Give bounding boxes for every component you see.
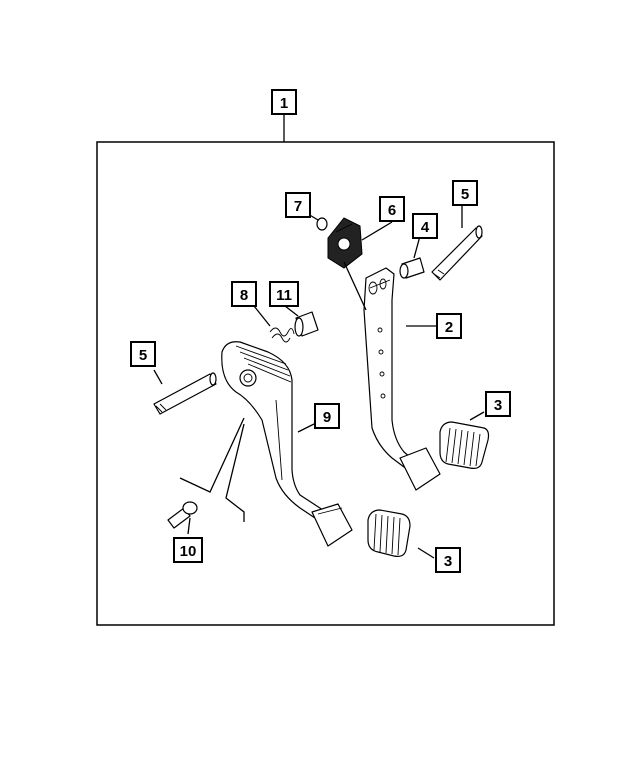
callout-8: 8: [231, 281, 257, 307]
part-8-spring: [269, 327, 295, 343]
part-4-bushing: [399, 257, 425, 279]
part-10-stud: [167, 501, 198, 529]
assembly-frame: [96, 141, 555, 626]
callout-label: 10: [180, 543, 197, 560]
callout-label: 2: [445, 319, 453, 336]
part-3-pad-right: [439, 421, 490, 469]
callout-label: 5: [461, 186, 469, 203]
leader-lines: [153, 206, 485, 559]
part-5-pivot-pin-left: [153, 372, 217, 415]
callout-2: 2: [436, 313, 462, 339]
part-3-pedal-pad-lower: [311, 503, 353, 547]
callout-1: 1: [271, 89, 297, 115]
callout-label: 4: [421, 219, 430, 236]
callout-3-lower: 3: [435, 547, 461, 573]
callout-6: 6: [379, 196, 405, 222]
callout-label: 8: [240, 287, 248, 304]
callout-label: 3: [494, 397, 502, 414]
part-3-pad-lower: [367, 509, 411, 557]
callout-label: 9: [323, 409, 331, 426]
part-7-washer: [316, 217, 328, 231]
callout-10: 10: [173, 537, 203, 563]
part-2-pedal-arm: [363, 267, 417, 471]
callout-7: 7: [285, 192, 311, 218]
callout-3-right: 3: [485, 391, 511, 417]
callout-5-right: 5: [452, 180, 478, 206]
part-pedal-pad-upper: [399, 447, 441, 491]
callout-label: 3: [444, 553, 452, 570]
callout-label: 1: [280, 95, 288, 112]
callout-5-left: 5: [130, 341, 156, 367]
part-11-bushing: [294, 311, 319, 337]
part-5-pivot-pin-right: [431, 225, 483, 281]
callout-11: 11: [269, 281, 299, 307]
callout-label: 5: [139, 347, 147, 364]
callout-label: 7: [294, 198, 302, 215]
part-6-bracket: [327, 217, 363, 269]
callout-label: 6: [388, 202, 396, 219]
callout-label: 11: [276, 287, 292, 304]
callout-4: 4: [412, 213, 438, 239]
callout-9: 9: [314, 403, 340, 429]
